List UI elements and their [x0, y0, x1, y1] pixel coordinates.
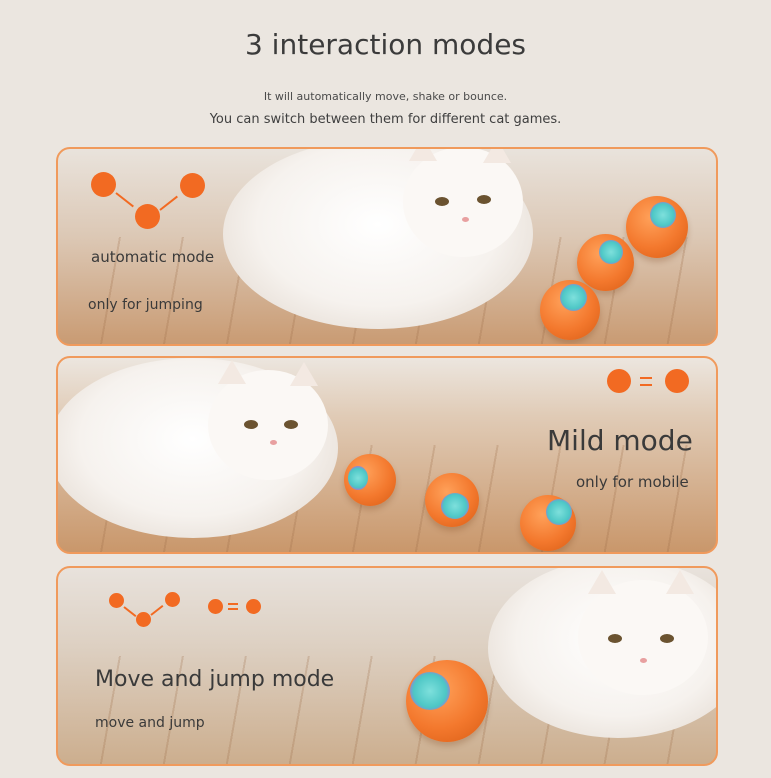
page-title: 3 interaction modes [244, 28, 527, 61]
mode-title: automatic mode [91, 248, 215, 266]
automatic-mode-panel: automatic mode only for jumping [56, 147, 718, 346]
ball-toy [540, 280, 600, 340]
mode-description: only for jumping [88, 297, 203, 313]
mild-mode-panel: Mild mode only for mobile [56, 356, 718, 554]
mobile-mode-icon [607, 369, 631, 393]
cat-face [578, 570, 708, 695]
cat-face [403, 149, 523, 257]
subtitle-line-2: You can switch between them for differen… [209, 112, 562, 127]
cat-face [208, 360, 328, 480]
ball-toy [406, 660, 488, 742]
ball-toy [577, 234, 634, 291]
jump-mode-icon [109, 593, 124, 608]
mode-title: Mild mode [547, 424, 693, 457]
ball-toy [626, 196, 688, 258]
move-and-jump-mode-panel: Move and jump mode move and jump [56, 566, 718, 766]
mode-description: only for mobile [576, 473, 689, 491]
ball-toy [520, 495, 576, 551]
ball-toy [344, 454, 396, 506]
subtitle-line-1: It will automatically move, shake or bou… [263, 90, 508, 103]
mode-description: move and jump [95, 715, 205, 731]
mobile-mode-icon [208, 599, 223, 614]
jump-mode-icon [91, 172, 116, 197]
mode-title: Move and jump mode [95, 667, 335, 692]
ball-toy [425, 473, 479, 527]
